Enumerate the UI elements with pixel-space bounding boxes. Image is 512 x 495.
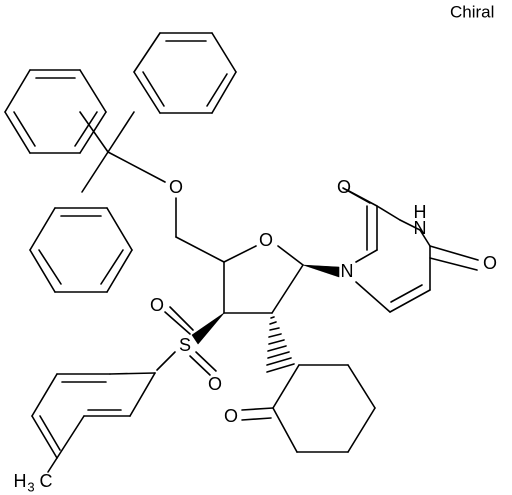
wedge-c3-s: [191, 312, 225, 345]
uracil-ring: N O H N O: [337, 177, 497, 313]
atom-o-sulfonyl-bottom: O: [208, 374, 222, 394]
atom-s: S: [179, 335, 191, 355]
atom-o-c4: O: [483, 253, 497, 273]
furanose-ring: O: [223, 230, 304, 314]
phenyl-ring-left: [4, 69, 107, 154]
atom-o-ring: O: [259, 230, 273, 250]
chirality-label: Chiral: [450, 3, 494, 22]
wedge-c1-n1: [302, 264, 340, 278]
atom-n1: N: [341, 261, 354, 281]
atom-h3-subscript: 3: [27, 480, 34, 495]
bond-ctrityl-phenyl-left: [79, 111, 109, 153]
trityl-group: [4, 32, 237, 293]
phenyl-ring-top: [133, 32, 237, 114]
bond-ctrityl-phenyl-top: [107, 111, 135, 153]
atom-o-c2: O: [337, 177, 351, 197]
phenyl-ring-bottom: [29, 207, 133, 293]
atom-n3: N: [414, 218, 427, 238]
bond-ctrityl-phenyl-bottom: [81, 151, 109, 193]
sulfonyl-group: S O O: [150, 295, 222, 394]
atom-c-methyl: C: [40, 471, 53, 491]
bond-tolyl-methyl: [47, 457, 58, 473]
bond-ch2-c4: [175, 236, 225, 263]
hashed-bond-c2-cyclohexyl: [266, 316, 295, 373]
tolyl-ring: H 3 C: [14, 372, 156, 495]
bond-ctrityl-oxygen: [107, 151, 166, 183]
atom-h-n3: H: [414, 202, 427, 222]
atom-o-sulfonyl-top: O: [150, 295, 164, 315]
atom-o-trityl-ether: O: [169, 177, 183, 197]
atom-h3-methyl: H: [14, 471, 27, 491]
atom-o-ketone: O: [224, 406, 238, 426]
cyclohexanone-ring: O: [224, 364, 376, 453]
